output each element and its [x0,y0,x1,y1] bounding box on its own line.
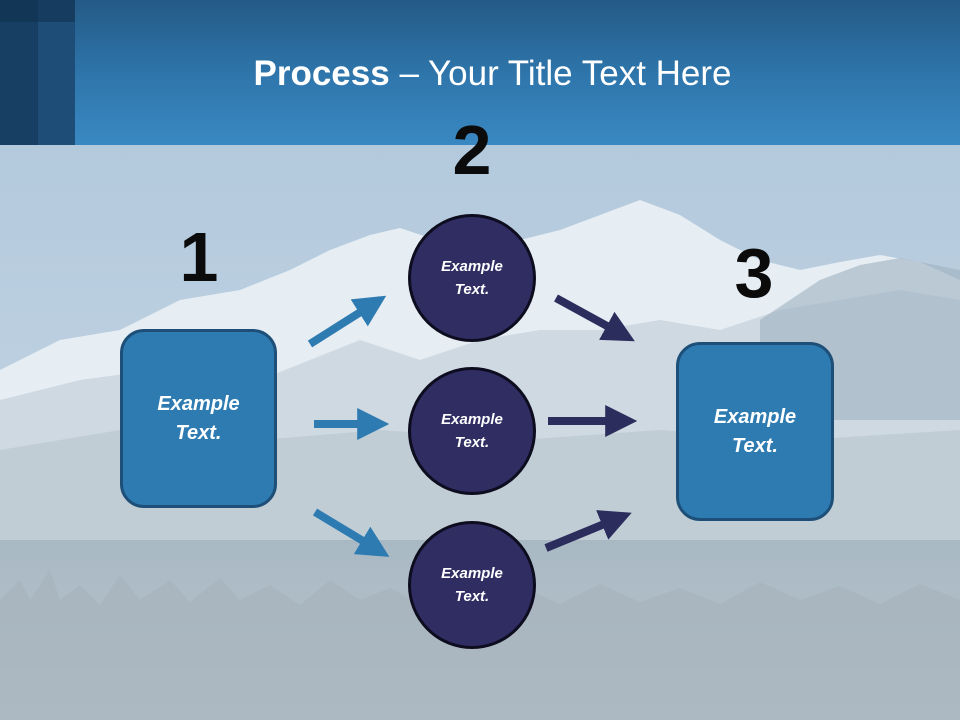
middle-circle-bottom-text: Example Text. [441,565,503,605]
header-accent-block [0,0,38,145]
arrow-to-top-circle [307,295,387,348]
middle-circle-center-text: Example Text. [441,411,503,451]
middle-circle-bottom: Example Text. [408,521,536,649]
header-accent-block [38,0,75,145]
input-box: Example Text. [120,329,277,508]
arrow-from-top-circle [554,294,635,342]
slide-title-rest: – Your Title Text Here [389,54,732,93]
step-number-3: 3 [734,234,774,312]
arrow-from-bottom-circle [544,510,632,552]
step-number-2: 2 [452,111,492,189]
middle-circle-center: Example Text. [408,367,536,495]
output-box-text: Example Text. [713,405,797,457]
slide-title: Process – Your Title Text Here [0,52,960,96]
output-box: Example Text. [676,342,834,521]
title-bar [0,0,960,145]
input-box-text: Example Text. [157,392,240,444]
arrow-to-bottom-circle [312,508,390,557]
step-number-1: 1 [179,218,219,296]
slide-title-bold: Process [253,54,390,93]
middle-circle-top-text: Example Text. [441,258,503,298]
middle-circle-top: Example Text. [408,214,536,342]
header-accent-block [0,0,75,22]
